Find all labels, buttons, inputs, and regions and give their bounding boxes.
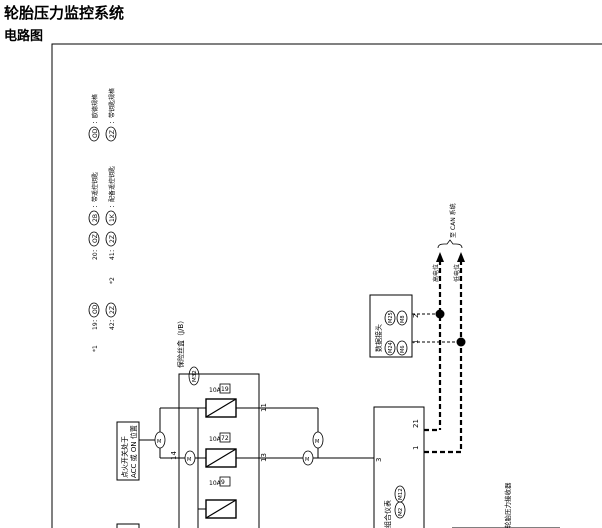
ground-box <box>116 523 140 528</box>
svg-text:41：: 41： <box>109 246 116 260</box>
legend-item-1k: 1K ：配备遥控钥匙 <box>105 166 117 226</box>
page-subtitle: 电路图 <box>4 29 44 44</box>
svg-text:2: 2 <box>412 314 420 318</box>
svg-text:42：: 42： <box>109 316 116 330</box>
svg-text:1K: 1K <box>109 213 116 222</box>
splice-3: M <box>312 431 324 449</box>
svg-text:10A: 10A <box>209 436 222 443</box>
diagram-frame <box>51 43 602 528</box>
svg-text:：带钥匙规格: ：带钥匙规格 <box>108 88 116 124</box>
svg-text:19：: 19： <box>92 316 99 330</box>
splice-4: M <box>302 450 314 466</box>
data-connector: 数据接头 M24 M25 M6 M8 2 1 <box>369 294 461 358</box>
fuse-2: 10A 72 <box>205 432 237 468</box>
svg-text:2Z: 2Z <box>109 235 116 243</box>
svg-text:2B: 2B <box>92 214 99 222</box>
svg-text:M32: M32 <box>192 370 198 382</box>
svg-text:2Z: 2Z <box>109 306 116 314</box>
svg-text:*2: *2 <box>109 277 116 284</box>
legend-item-od: OD ：欧德规格 <box>88 94 100 142</box>
svg-text:3: 3 <box>375 458 383 462</box>
svg-text:OD: OD <box>92 304 99 314</box>
page-title: 轮胎压力监控系统 <box>4 4 125 22</box>
ignition-switch: 点火开关处于 ACC 或 ON 位置 <box>116 421 155 481</box>
svg-text:2Z: 2Z <box>109 130 116 138</box>
footnote-1: *1 19： OD 20： OZ <box>88 231 100 352</box>
can-lines: 高电位 低电位 至 CAN 系统 <box>424 203 466 454</box>
svg-text:保险丝盒（J/B）: 保险丝盒（J/B） <box>176 317 185 368</box>
svg-text:M: M <box>315 439 319 445</box>
svg-text:19: 19 <box>221 386 229 393</box>
svg-text:低电位: 低电位 <box>453 264 461 282</box>
svg-text:M2: M2 <box>398 508 404 516</box>
svg-text:M6: M6 <box>400 346 406 354</box>
svg-text:14: 14 <box>170 451 178 460</box>
fuse-3: 10A 9 <box>205 476 237 519</box>
svg-text:轮胎压力接收器: 轮胎压力接收器 <box>503 482 512 528</box>
svg-text:M: M <box>157 439 161 445</box>
fuse-block: 保险丝盒（J/B） M32 10A 19 10A 72 10A 9 <box>170 317 268 528</box>
svg-text:9: 9 <box>221 479 225 486</box>
svg-text:OZ: OZ <box>92 234 99 243</box>
svg-text:OD: OD <box>92 128 99 138</box>
footnote-2: *2 42： 2Z 41： 2Z <box>105 231 117 330</box>
svg-text:1: 1 <box>412 446 420 450</box>
junction-dot-h <box>435 309 445 319</box>
svg-text:M12: M12 <box>398 488 404 500</box>
svg-text:20：: 20： <box>92 246 99 260</box>
svg-text:数据接头: 数据接头 <box>374 324 383 352</box>
svg-text:M: M <box>305 457 309 463</box>
splice-2: M <box>184 450 196 466</box>
svg-text:组合仪表: 组合仪表 <box>383 500 392 528</box>
svg-text:10A: 10A <box>209 387 222 394</box>
legend: OD ：欧德规格 2Z ：带钥匙规格 2B ：带遥控钥匙 1K ：配备遥控钥匙 <box>88 88 117 352</box>
svg-text:10A: 10A <box>209 480 222 487</box>
splice-1: M <box>154 431 166 449</box>
svg-text:M25: M25 <box>388 312 394 323</box>
combination-meter: 3 21 1 组合仪表 M2 M12 <box>373 406 425 528</box>
svg-text:：配备遥控钥匙: ：配备遥控钥匙 <box>108 166 116 208</box>
tire-pressure-receiver: 轮胎压力接收器 <box>452 482 560 528</box>
svg-text:M8: M8 <box>400 316 406 324</box>
svg-text:*1: *1 <box>92 345 99 352</box>
svg-text:高电位: 高电位 <box>432 264 440 282</box>
svg-text:M: M <box>187 457 191 463</box>
svg-text:ACC 或 ON 位置: ACC 或 ON 位置 <box>129 425 138 478</box>
svg-text:21: 21 <box>412 419 420 428</box>
svg-text:至 CAN 系统: 至 CAN 系统 <box>449 203 457 238</box>
svg-text:M24: M24 <box>388 342 394 353</box>
fuse-1: 10A 19 <box>205 383 237 418</box>
legend-item-2b: 2B ：带遥控钥匙 <box>88 172 100 226</box>
svg-text:：欧德规格: ：欧德规格 <box>91 94 99 124</box>
svg-text:点火开关处于: 点火开关处于 <box>120 436 129 478</box>
svg-text:：带遥控钥匙: ：带遥控钥匙 <box>91 172 99 208</box>
svg-text:72: 72 <box>221 435 229 442</box>
junction-dot-l <box>456 337 466 347</box>
legend-item-2z: 2Z ：带钥匙规格 <box>105 88 117 142</box>
svg-text:1: 1 <box>412 340 420 344</box>
